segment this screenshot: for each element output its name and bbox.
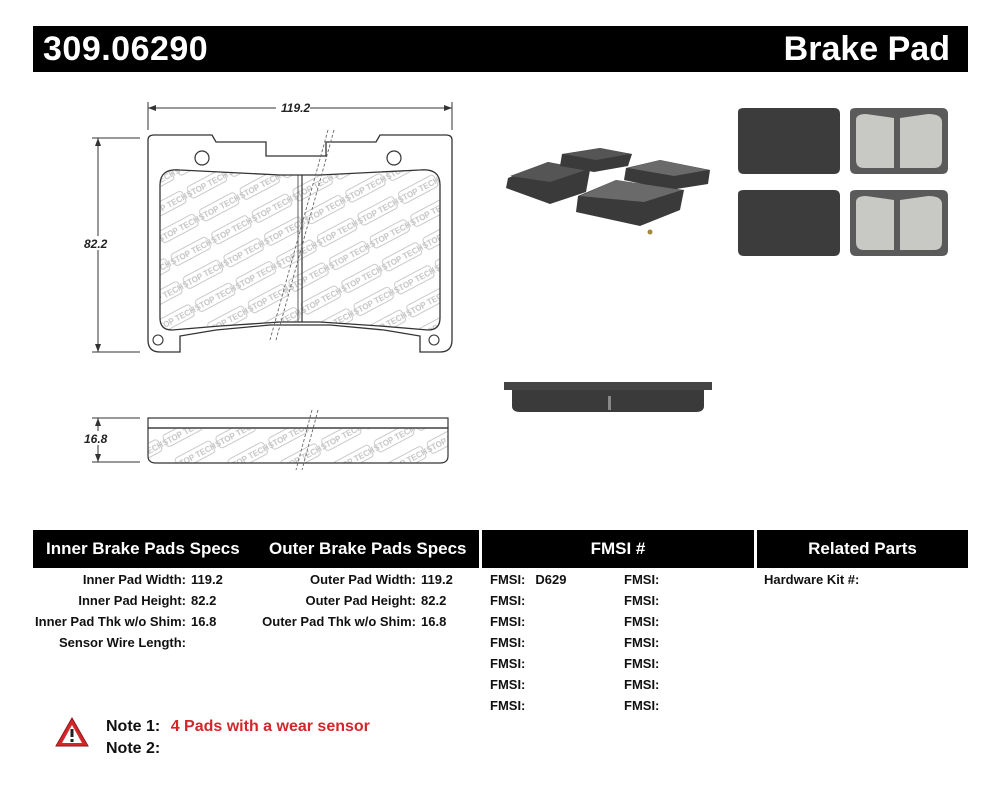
fmsi-row: FMSI: [490,656,526,671]
related-header-bar: Related Parts [757,530,968,568]
hardware-kit-label: Hardware Kit #: [764,572,860,587]
fmsi-row: FMSI: [624,635,660,650]
note-2-label: Note 2: [106,740,161,757]
fmsi-row: FMSI: [624,698,660,713]
fmsi-row: FMSI: [624,572,660,587]
fmsi-row: FMSI: [490,614,526,629]
note-2: Note 2: [106,740,166,758]
product-type: Brake Pad [783,30,950,68]
inner-specs-title: Inner Brake Pads Specs [46,539,240,558]
part-number: 309.06290 [43,30,209,68]
header-bar: 309.06290 Brake Pad [33,26,968,72]
height-dimension: 82.2 [84,237,108,251]
fmsi-row: FMSI: [490,677,526,692]
fmsi-row: FMSI: [624,593,660,608]
pad-faces-photo [738,108,948,256]
fmsi-row: FMSI: [624,656,660,671]
note-1-text: 4 Pads with a wear sensor [170,718,370,735]
pad-technical-drawing: STOP TECH [82,100,453,471]
fmsi-row: FMSI: [490,698,526,713]
specs-header-bar: Inner Brake Pads Specs Outer Brake Pads … [33,530,479,568]
pad-set-photo [506,148,710,235]
note-1: Note 1: 4 Pads with a wear sensor [106,718,370,736]
fmsi-row: FMSI: [490,635,526,650]
warning-icon [55,716,89,747]
fmsi-row: FMSI: [624,614,660,629]
width-dimension: 119.2 [281,101,311,115]
related-parts-title: Related Parts [808,539,917,558]
fmsi-list-left: FMSI:D629 FMSI: FMSI: FMSI: FMSI: FMSI: … [490,572,610,722]
note-1-label: Note 1: [106,718,161,735]
pad-side-photo [504,382,712,412]
fmsi-title: FMSI # [590,539,646,558]
outer-specs-title: Outer Brake Pads Specs [269,539,467,558]
thickness-dimension: 16.8 [84,432,108,446]
fmsi-row: FMSI: [490,593,526,608]
fmsi-row: FMSI:D629 [490,572,567,587]
fmsi-header-bar: FMSI # [482,530,754,568]
fmsi-list-right: FMSI: FMSI: FMSI: FMSI: FMSI: FMSI: FMSI… [624,572,744,722]
fmsi-row: FMSI: [624,677,660,692]
